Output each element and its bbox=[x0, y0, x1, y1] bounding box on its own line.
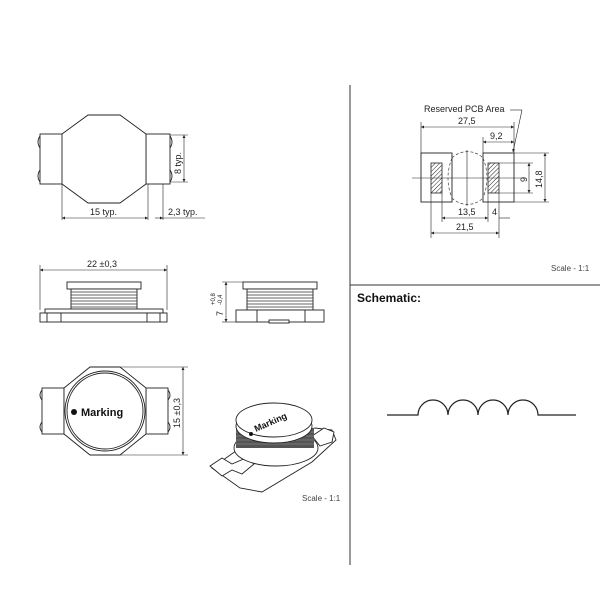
dim-outer: 21,5 bbox=[456, 222, 474, 232]
pcb-layout: Reserved PCB Area 27,5 9,2 9 14,8 13,5 4… bbox=[412, 104, 549, 238]
dim-overall: 27,5 bbox=[458, 116, 476, 126]
marking-text: Marking bbox=[81, 407, 123, 419]
terminal-height-dim: 8 typ. bbox=[173, 152, 183, 174]
top-view: 15 typ. 2,3 typ. 8 typ. bbox=[37, 114, 205, 220]
terminal-width-dim: 2,3 typ. bbox=[168, 207, 198, 217]
dim-pad-area: 9,2 bbox=[490, 131, 503, 141]
length-dim: 22 ±0,3 bbox=[87, 259, 117, 269]
schematic-title: Schematic: bbox=[357, 291, 421, 305]
isometric-view: Marking bbox=[209, 402, 337, 493]
diameter-dim: 15 ±0,3 bbox=[172, 398, 182, 428]
dim-area-height: 14,8 bbox=[534, 170, 544, 188]
height-tol-minus: -0,4 bbox=[218, 294, 224, 305]
height-tol-plus: +0,8 bbox=[211, 292, 217, 305]
scale-label-left: Scale - 1:1 bbox=[302, 494, 341, 503]
top-width-dim: 15 typ. bbox=[90, 207, 117, 217]
scale-label-right: Scale - 1:1 bbox=[551, 264, 590, 273]
marking-view: Marking 15 ±0,3 bbox=[39, 366, 188, 456]
reserved-pcb-area-label: Reserved PCB Area bbox=[424, 104, 505, 114]
dim-pad-width: 4 bbox=[492, 207, 497, 217]
marking-dot bbox=[71, 409, 77, 415]
height-dim: 7 bbox=[215, 311, 225, 316]
dim-inner: 13,5 bbox=[458, 207, 476, 217]
side-view-front: 22 ±0,3 bbox=[39, 259, 168, 323]
inductor-symbol bbox=[387, 399, 576, 416]
side-view-side: 7 +0,8 -0,4 bbox=[211, 281, 325, 324]
dim-pad-height: 9 bbox=[519, 177, 529, 182]
